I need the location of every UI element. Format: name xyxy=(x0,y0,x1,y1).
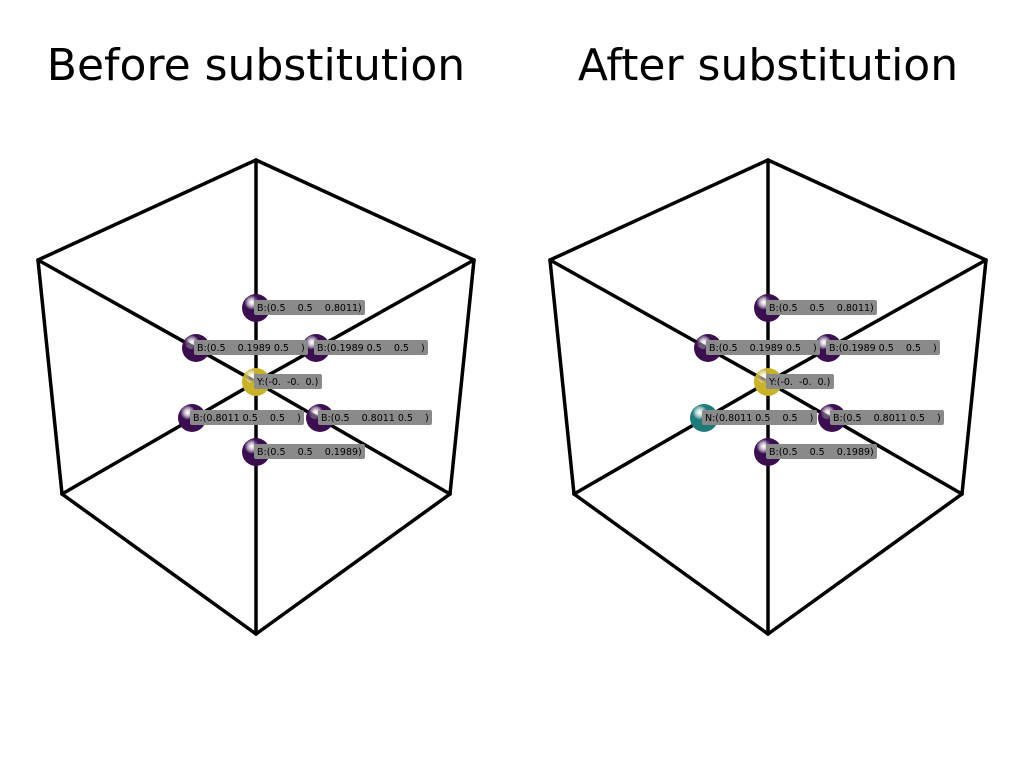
atom-label: B:(0.5 0.1989 0.5 ) xyxy=(194,340,308,355)
atom-label: Y:(-0. -0. 0.) xyxy=(766,374,834,389)
atom-label-text: B:(0.5 0.5 0.1989) xyxy=(257,447,362,458)
atom-label: B:(0.1989 0.5 0.5 ) xyxy=(314,340,428,355)
atom-label-text: B:(0.5 0.1989 0.5 ) xyxy=(197,343,305,354)
atom-label-background xyxy=(318,410,432,425)
cell-edge xyxy=(548,258,576,496)
atom-label-background xyxy=(254,374,322,389)
atom-label: B:(0.5 0.5 0.1989) xyxy=(766,444,877,459)
atom-label-background xyxy=(826,340,940,355)
atom-label-background xyxy=(766,444,877,459)
atom-label-text: B:(0.5 0.8011 0.5 ) xyxy=(321,413,429,424)
atom-label-text: N:(0.8011 0.5 0.5 ) xyxy=(705,413,813,424)
atom-label: B:(0.8011 0.5 0.5 ) xyxy=(190,410,304,425)
atom-label-background xyxy=(190,410,304,425)
atom-label: B:(0.5 0.8011 0.5 ) xyxy=(830,410,944,425)
atom-label-text: B:(0.8011 0.5 0.5 ) xyxy=(193,413,301,424)
cell-edge xyxy=(548,158,770,262)
atom-label: B:(0.5 0.5 0.1989) xyxy=(254,444,365,459)
atom-label-text: B:(0.5 0.5 0.1989) xyxy=(769,447,874,458)
panel-before: Before substitution B:(0.5 0.5 0.8011)B:… xyxy=(36,40,476,636)
panel-title: Before substitution xyxy=(46,40,466,91)
cell-edge xyxy=(36,258,258,384)
atom-label-background xyxy=(766,374,834,389)
atom-label-text: B:(0.5 0.8011 0.5 ) xyxy=(833,413,941,424)
atom-label-background xyxy=(766,300,877,315)
unit-cell-view: B:(0.5 0.5 0.8011) B:(0.5 0.1989 0.5 ) B:(… xyxy=(548,158,988,636)
atom-label: B:(0.5 0.1989 0.5 ) xyxy=(706,340,820,355)
cell-edge xyxy=(572,380,770,496)
atom-label: B:(0.5 0.8011 0.5 ) xyxy=(318,410,432,425)
atom-label: Y:(-0. -0. 0.) xyxy=(254,374,322,389)
atom-label-background xyxy=(706,340,820,355)
cell-edge xyxy=(254,492,452,636)
atom-label-background xyxy=(254,444,365,459)
cell-edge xyxy=(254,258,476,384)
cell-edge xyxy=(60,492,258,636)
atom-label-text: B:(0.5 0.5 0.8011) xyxy=(769,303,874,314)
cell-edge xyxy=(766,380,964,496)
atom-label-text: B:(0.1989 0.5 0.5 ) xyxy=(317,343,425,354)
atom-label-text: B:(0.1989 0.5 0.5 ) xyxy=(829,343,937,354)
cell-edge xyxy=(36,158,258,262)
atom-label: B:(0.5 0.5 0.8011) xyxy=(254,300,365,315)
cell-edge xyxy=(766,258,988,384)
atom-label: B:(0.5 0.5 0.8011) xyxy=(766,300,877,315)
cell-edge xyxy=(448,258,476,496)
cell-edge xyxy=(766,492,964,636)
cell-edge xyxy=(254,380,452,496)
atom-label-text: Y:(-0. -0. 0.) xyxy=(256,377,318,388)
cell-edge xyxy=(36,258,64,496)
panel-after: After substitution B:(0.5 0.5 0.8011)B:(… xyxy=(512,0,1024,768)
atom-label-background xyxy=(314,340,428,355)
cell-edge xyxy=(572,492,770,636)
atom-label-background xyxy=(702,410,817,425)
atom-label-text: B:(0.5 0.5 0.8011) xyxy=(257,303,362,314)
atom-label-text: B:(0.5 0.1989 0.5 ) xyxy=(709,343,817,354)
atom-label: B:(0.1989 0.5 0.5 ) xyxy=(826,340,940,355)
cell-edge xyxy=(254,158,476,262)
atom-label-background xyxy=(194,340,308,355)
unit-cell-view: B:(0.5 0.5 0.8011) B:(0.5 0.1989 0.5 ) B:(… xyxy=(36,158,476,636)
cell-edge xyxy=(960,258,988,496)
atom-label-background xyxy=(830,410,944,425)
cell-edge xyxy=(60,380,258,496)
atom-label-background xyxy=(254,300,365,315)
panel-title: After substitution xyxy=(577,40,959,91)
cell-edge xyxy=(766,158,988,262)
atom-label: N:(0.8011 0.5 0.5 ) xyxy=(702,410,817,425)
atom-label-text: Y:(-0. -0. 0.) xyxy=(768,377,830,388)
cell-edge xyxy=(548,258,770,384)
